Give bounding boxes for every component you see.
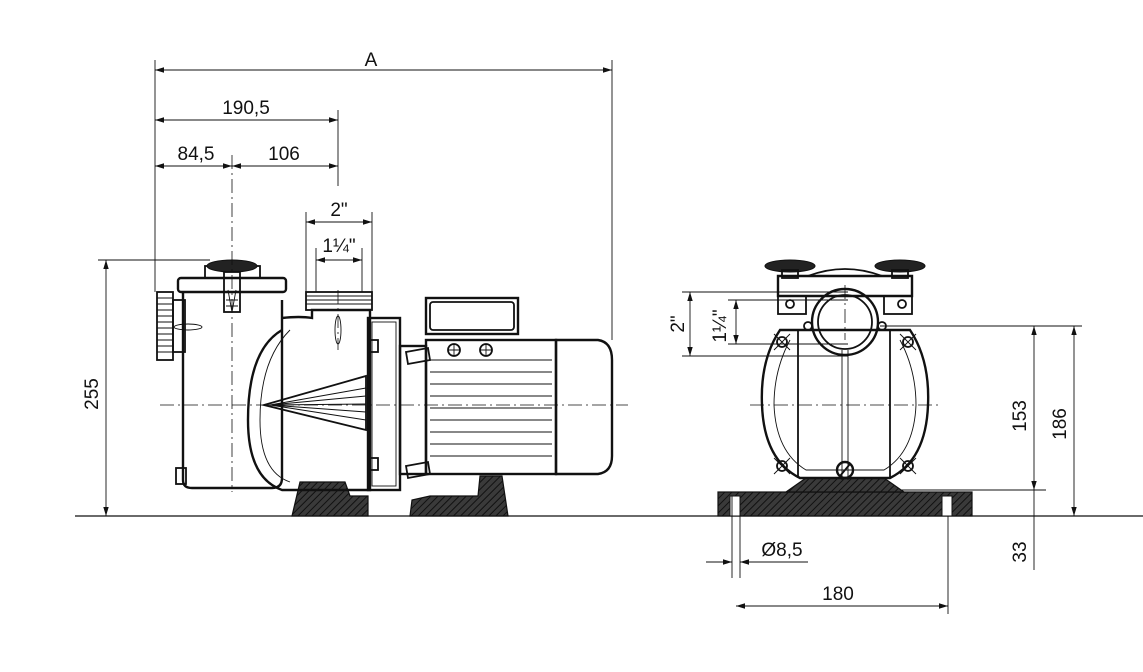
bolt-top-right [902,336,914,348]
flange-inner [371,321,397,487]
outlet-thread [305,291,373,311]
side-base-hatch [291,481,369,517]
terminal-box-lid [429,301,515,331]
bolt-crosses [773,333,917,475]
outlet-thread-ribs [306,295,372,305]
side-view [156,155,628,517]
bolt-top-left [776,336,788,348]
front-top-arch [807,268,883,277]
front-lug-left [777,295,807,315]
flange-bolt-bottom [369,457,379,471]
front-outlet-mark-left [803,321,813,331]
front-base-plate [717,491,973,517]
dim-inlet-to-outlet: 106 [268,144,300,165]
base-slot-left [729,495,741,517]
front-drain [835,460,855,480]
front-knob-left [764,259,816,273]
dim-inlet-offset: 84,5 [178,144,215,165]
front-lug-right [883,295,913,315]
inlet-marker [173,323,203,331]
side-motor-foot-hatch [409,475,509,517]
dim-outlet-outer: 2" [330,200,347,221]
dim-base-height: 33 [1010,541,1031,562]
front-knob-stem-right [891,269,909,279]
flange-bolt-top [369,339,379,353]
dim-axis-height: 153 [1010,400,1031,432]
front-knob-right [874,259,926,273]
dim-total-height: 255 [82,378,103,410]
front-view [717,259,973,517]
dim-top-height: 186 [1050,408,1071,440]
impeller-cone [260,374,367,432]
bolt-bottom-left [776,460,788,472]
front-knob-stem-left [781,269,799,279]
front-body-outer [760,328,930,480]
dim-to-outlet: 190,5 [222,98,270,119]
base-slot-right [941,495,953,517]
dim-front-outlet-inner: 1¼" [710,309,731,342]
motor-adapter [398,344,428,476]
drain-plug [175,467,187,485]
seal-flange [366,316,402,492]
lug-hole-left [785,299,795,309]
gland-cross [448,344,492,356]
motor-fan-cover [554,338,614,476]
dimension-lines: A 190,5 84,5 106 2" 1¼" 255 2" 1¼" [82,50,1082,614]
front-drain-slot [839,463,851,477]
dim-front-outlet-outer: 2" [668,315,689,332]
dim-total-length: A [365,50,378,71]
inlet-thread [156,291,174,361]
dim-hole-diameter: Ø8,5 [761,540,802,561]
terminal-box [424,296,520,336]
strainer-body [181,292,284,490]
volute-body [246,308,372,492]
inlet-nozzle [172,299,186,353]
volute-inner [259,329,291,483]
dim-outlet-inner: 1¼" [322,236,355,257]
motor-fins [430,359,552,457]
dim-base-width: 180 [822,584,854,605]
inlet-thread-ribs [157,297,173,353]
lug-hole-right [897,299,907,309]
front-foot [784,477,906,493]
bolt-bottom-right [902,460,914,472]
impeller-lines [269,387,367,421]
